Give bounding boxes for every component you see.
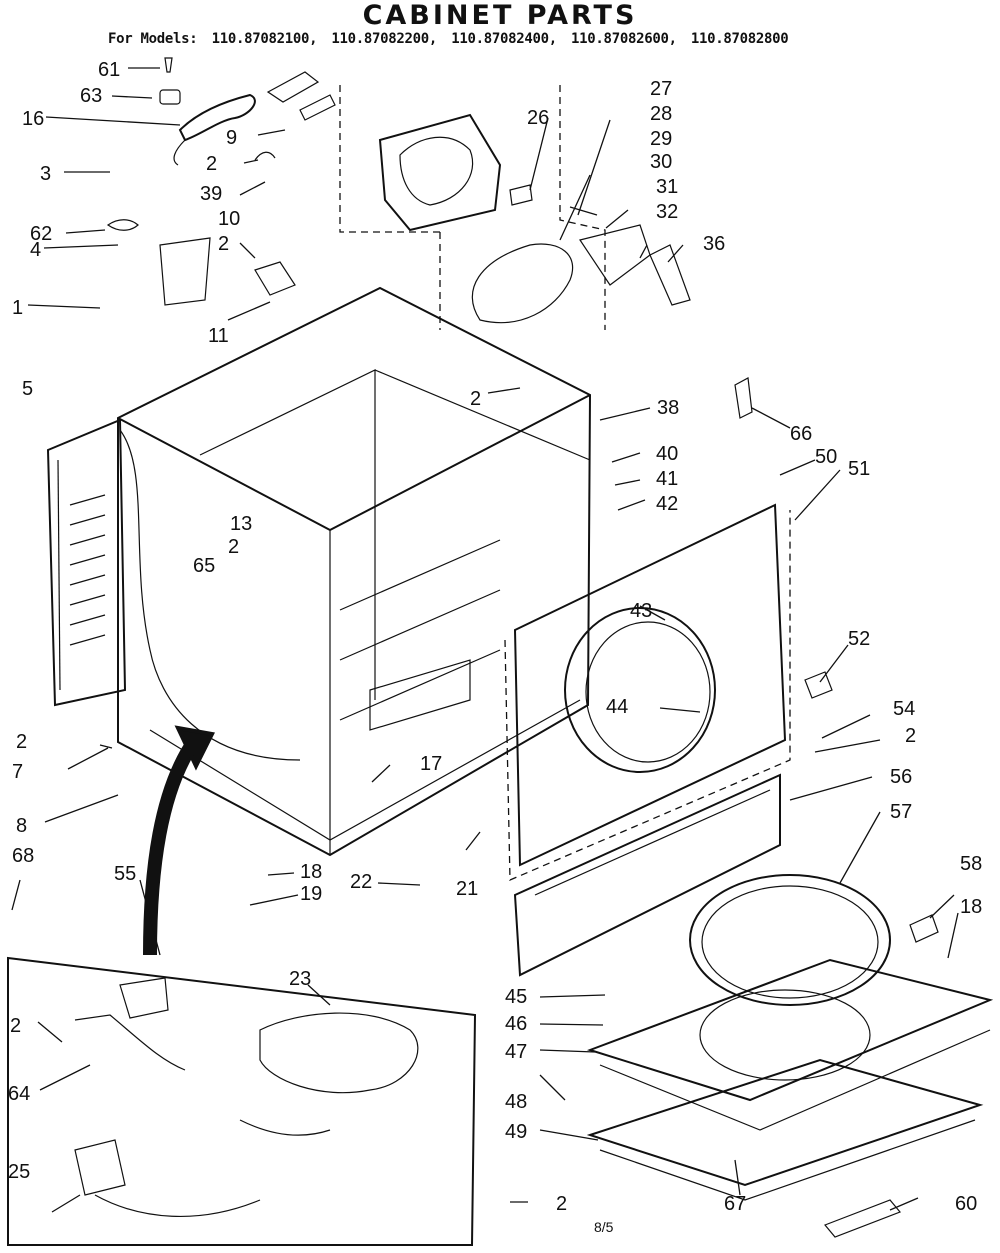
callout-66: 66	[790, 423, 812, 445]
callout-13: 13	[230, 513, 252, 535]
callout-50: 50	[815, 446, 837, 468]
callout-19: 19	[300, 883, 322, 905]
callout-10: 10	[218, 208, 240, 230]
toe-panel	[513, 773, 781, 977]
callout-18b: 18	[960, 896, 982, 918]
models-line: For Models: 110.87082100, 110.87082200, …	[108, 31, 794, 47]
callout-18a: 18	[300, 861, 322, 883]
callout-27: 27	[650, 78, 672, 100]
callout-56: 56	[890, 766, 912, 788]
models-label: For Models:	[108, 31, 198, 47]
callout-51: 51	[848, 458, 870, 480]
diagram-title: CABINET PARTS	[362, 0, 638, 31]
terminal-block-assembly	[339, 85, 691, 330]
callout-8: 8	[16, 815, 27, 837]
callout-63: 63	[80, 85, 102, 107]
callout-4: 4	[30, 239, 41, 261]
callout-26: 26	[527, 107, 549, 129]
callout-5: 5	[22, 378, 33, 400]
callout-3: 3	[40, 163, 51, 185]
model-number: 110.87082200,	[331, 31, 438, 47]
callout-65: 65	[193, 555, 215, 577]
callout-46: 46	[505, 1013, 527, 1035]
callout-38: 38	[657, 397, 679, 419]
front-panel	[504, 503, 791, 881]
callout-22: 22	[350, 871, 372, 893]
callout-30: 30	[650, 151, 672, 173]
callout-67: 67	[724, 1193, 746, 1215]
callout-39: 39	[200, 183, 222, 205]
model-number: 110.87082600,	[571, 31, 677, 47]
side-panel	[46, 418, 127, 707]
cabinet-body	[117, 286, 592, 857]
callout-43: 43	[630, 600, 652, 622]
callout-23: 23	[289, 968, 311, 990]
callout-2h: 2	[556, 1193, 567, 1215]
callout-44: 44	[606, 696, 628, 718]
power-cord-assembly	[106, 57, 336, 306]
callout-16: 16	[22, 108, 44, 130]
callout-68: 68	[12, 845, 34, 867]
callout-42: 42	[656, 493, 678, 515]
callout-11: 11	[208, 325, 229, 347]
callout-32: 32	[656, 201, 678, 223]
callout-2c: 2	[470, 388, 481, 410]
callout-48: 48	[505, 1091, 527, 1113]
callout-62: 62	[30, 223, 52, 245]
callout-41: 41	[656, 468, 678, 490]
model-number: 110.87082400,	[451, 31, 557, 47]
callout-28: 28	[650, 103, 672, 125]
callout-2a: 2	[206, 153, 217, 175]
callout-64: 64	[8, 1083, 30, 1105]
callout-2f: 2	[16, 731, 27, 753]
callout-61: 61	[98, 59, 120, 81]
callout-9: 9	[226, 127, 237, 149]
callout-55: 55	[114, 863, 136, 885]
callout-58: 58	[960, 853, 982, 875]
callout-57: 57	[890, 801, 912, 823]
callout-1: 1	[12, 297, 23, 319]
assembly-arrow	[143, 725, 215, 956]
callout-17: 17	[420, 753, 442, 775]
inset-detail-box	[7, 956, 477, 1246]
callout-2d: 2	[228, 536, 239, 558]
callout-45: 45	[505, 986, 527, 1008]
callout-7: 7	[12, 761, 23, 783]
callout-2g: 2	[10, 1015, 21, 1037]
callout-49: 49	[505, 1121, 527, 1143]
leader-lines	[11, 67, 959, 1213]
model-number: 110.87082100,	[211, 31, 318, 47]
callout-25: 25	[8, 1161, 30, 1183]
callout-60: 60	[955, 1193, 977, 1215]
callout-31: 31	[656, 176, 678, 198]
page-mark: 8/5	[594, 1219, 614, 1235]
callout-47: 47	[505, 1041, 527, 1063]
callout-36: 36	[703, 233, 725, 255]
callout-21: 21	[456, 878, 478, 900]
model-number: 110.87082800	[690, 31, 789, 47]
callout-52: 52	[848, 628, 870, 650]
callout-54: 54	[893, 698, 915, 720]
callout-2e: 2	[905, 725, 916, 747]
callout-29: 29	[650, 128, 672, 150]
callout-2b: 2	[218, 233, 229, 255]
top-lid-assembly	[586, 377, 994, 1238]
callout-40: 40	[656, 443, 678, 465]
